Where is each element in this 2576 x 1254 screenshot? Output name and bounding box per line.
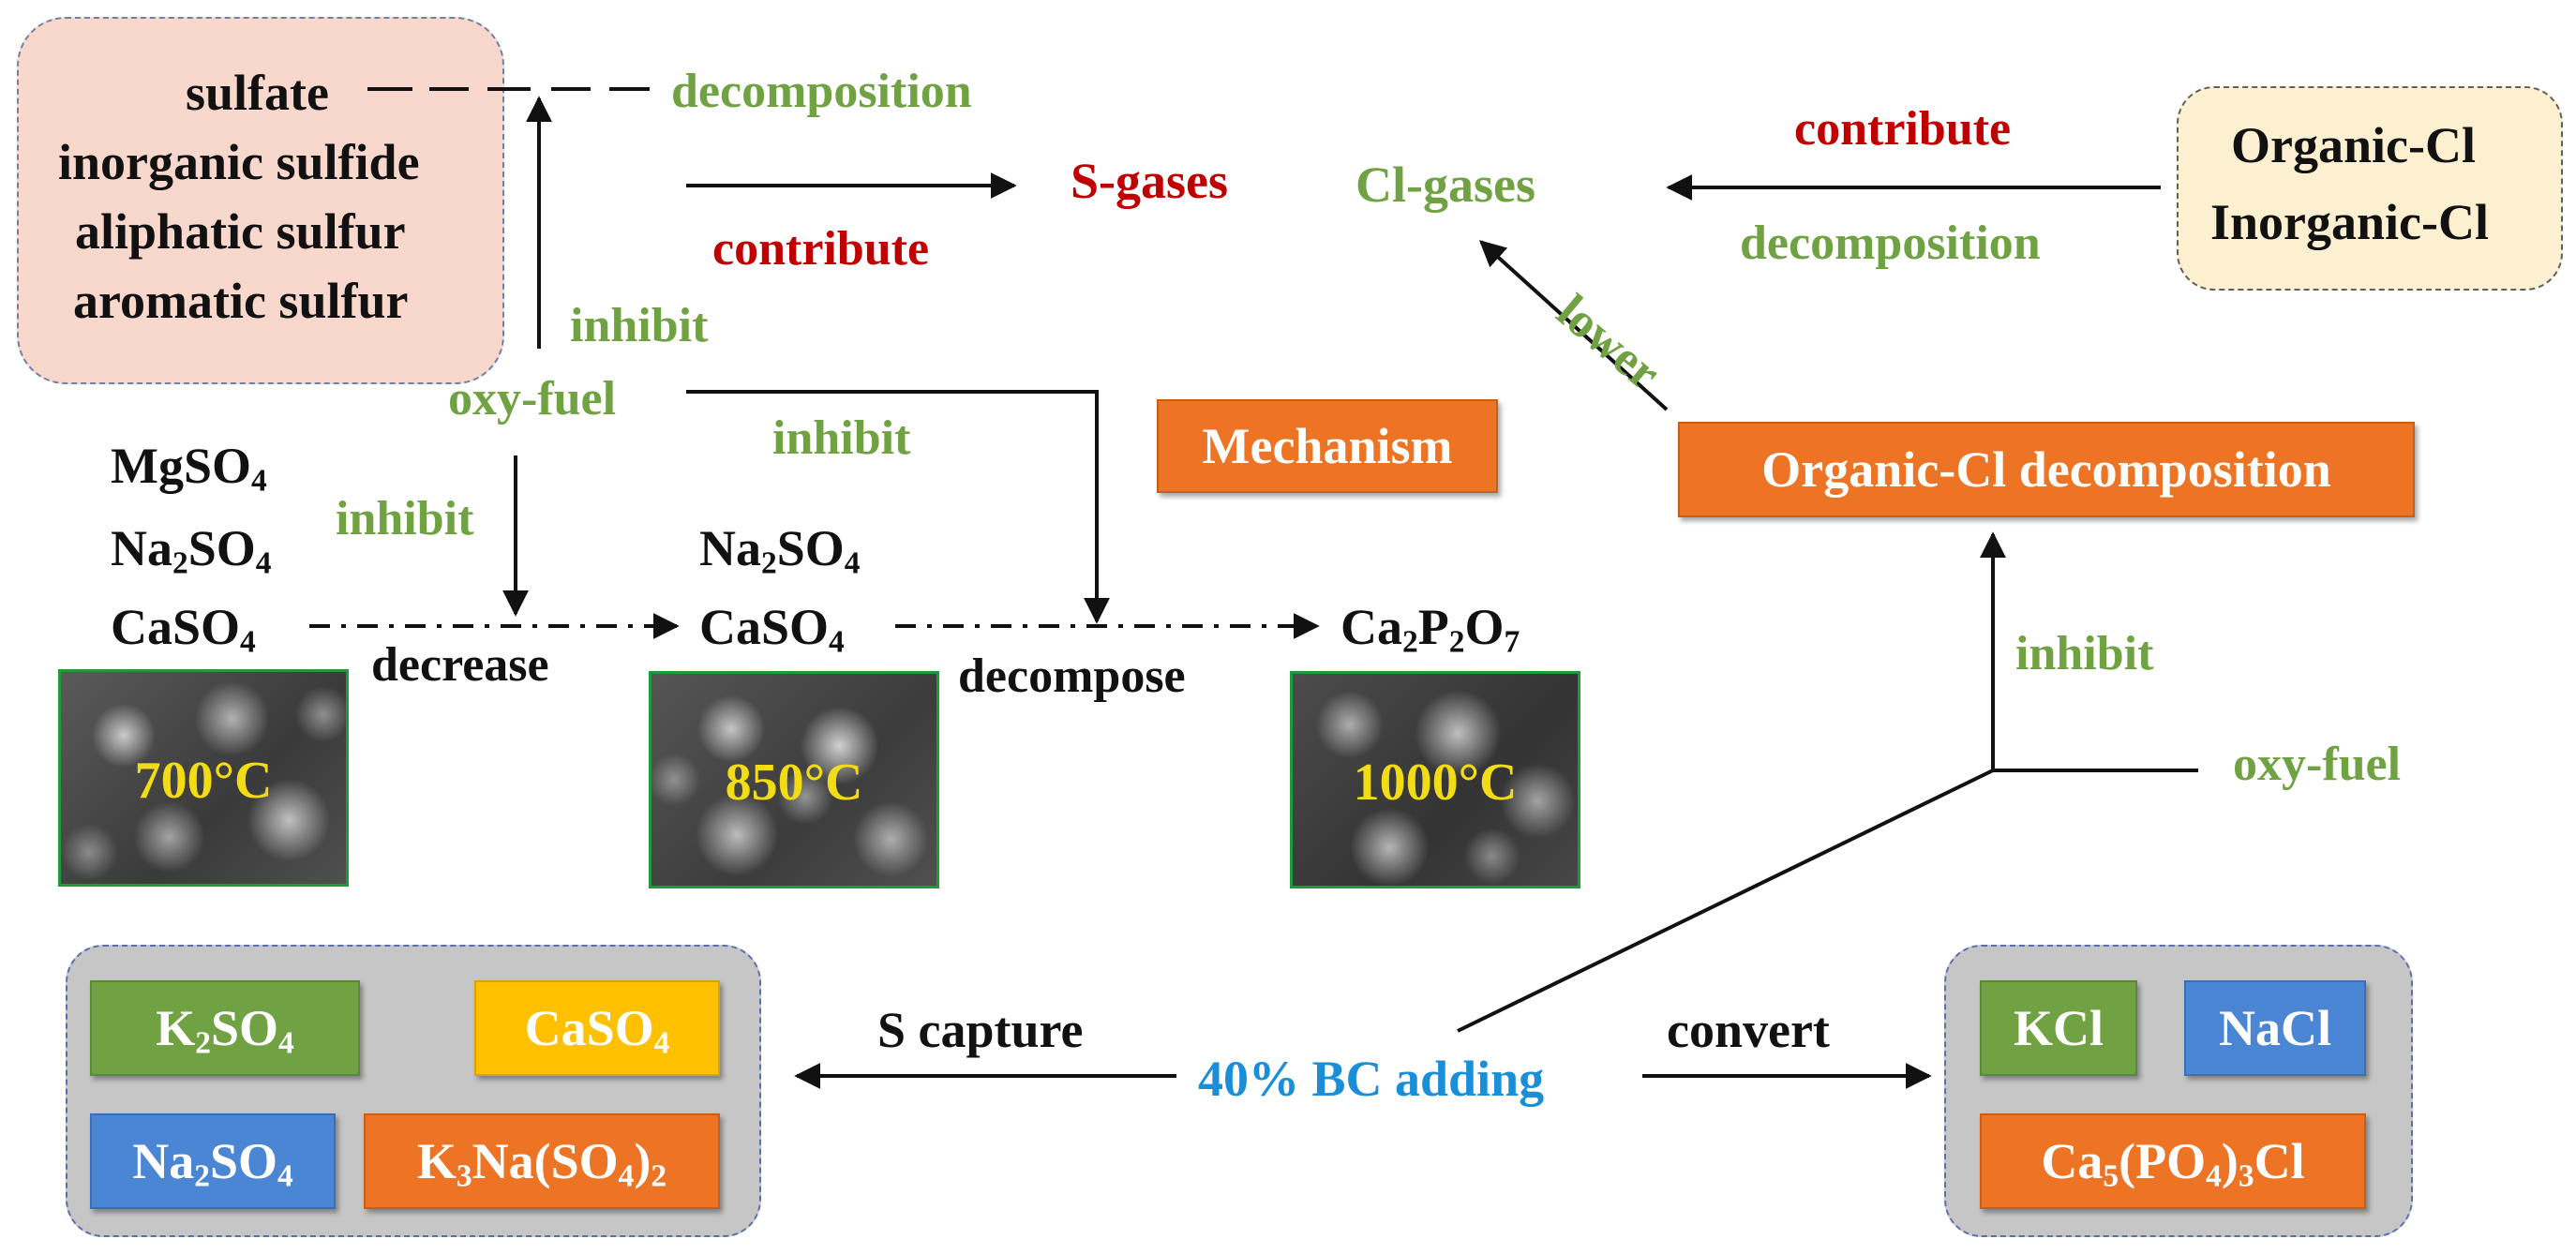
chlorine-forms-box: [2177, 86, 2563, 291]
sem-700-temp-label: 700°C: [134, 752, 273, 810]
sulfate-label: sulfate: [186, 65, 329, 121]
mgso4-700-label: MgSO4: [111, 438, 267, 499]
organic-cl-decomposition-label: Organic-Cl decomposition: [1761, 441, 2331, 498]
contribute-cl-label: contribute: [1794, 102, 2012, 156]
k2so4-chip: K2SO4: [90, 980, 360, 1076]
kcl-chip: KCl: [1980, 980, 2137, 1076]
cl-gases-label: Cl-gases: [1355, 157, 1535, 213]
s-capture-label: S capture: [877, 1002, 1084, 1058]
lower-label: lower: [1547, 284, 1670, 401]
inorganic-cl-label: Inorganic-Cl: [2210, 194, 2489, 250]
organic-cl-decomposition-box: Organic-Cl decomposition: [1678, 422, 2415, 517]
s-gases-label: S-gases: [1071, 153, 1229, 209]
aliphatic-sulfur-label: aliphatic sulfur: [75, 203, 406, 260]
na2so4-700-label: Na2SO4: [111, 520, 272, 581]
inhibit-left-label: inhibit: [336, 492, 474, 545]
decomposition-s-label: decomposition: [671, 65, 972, 118]
ca2p2o7-label: Ca2P2O7: [1340, 599, 1520, 660]
convert-label: convert: [1667, 1002, 1830, 1058]
sem-image-850: 850°C: [649, 671, 939, 888]
organic-cl-label: Organic-Cl: [2231, 117, 2476, 173]
na2so4-850-label: Na2SO4: [699, 520, 861, 581]
ca5-po4-3-cl-chip: Ca5(PO4)3Cl: [1980, 1113, 2366, 1209]
inhibit-mid-label: inhibit: [772, 411, 911, 465]
sem-1000-temp-label: 1000°C: [1353, 754, 1518, 812]
decrease-label: decrease: [371, 638, 549, 692]
inhibit-right-label: inhibit: [2015, 627, 2154, 680]
nacl-chip: NaCl: [2184, 980, 2366, 1076]
aromatic-sulfur-label: aromatic sulfur: [73, 273, 409, 329]
sulfur-forms-box: [17, 17, 504, 384]
mechanism-box: Mechanism: [1157, 399, 1498, 493]
oxy-fuel-left-label: oxy-fuel: [448, 372, 617, 425]
inorganic-sulfide-label: inorganic sulfide: [58, 134, 420, 190]
sem-image-700: 700°C: [58, 669, 349, 887]
sem-850-temp-label: 850°C: [725, 754, 863, 812]
contribute-s-label: contribute: [712, 222, 930, 276]
bc-adding-label: 40% BC adding: [1198, 1051, 1545, 1107]
caso4-chip: CaSO4: [474, 980, 720, 1076]
caso4-850-label: CaSO4: [699, 599, 845, 660]
na2so4-chip: Na2SO4: [90, 1113, 336, 1209]
oxy-fuel-right-label: oxy-fuel: [2233, 738, 2402, 791]
mechanism-label: Mechanism: [1202, 418, 1453, 474]
caso4-700-label: CaSO4: [111, 599, 256, 660]
k3na-so4-2-chip: K3Na(SO4)2: [364, 1113, 720, 1209]
inhibit-top-label: inhibit: [570, 299, 709, 352]
decomposition-cl-label: decomposition: [1740, 216, 2041, 270]
sem-image-1000: 1000°C: [1290, 671, 1580, 888]
decompose-label: decompose: [958, 649, 1186, 703]
